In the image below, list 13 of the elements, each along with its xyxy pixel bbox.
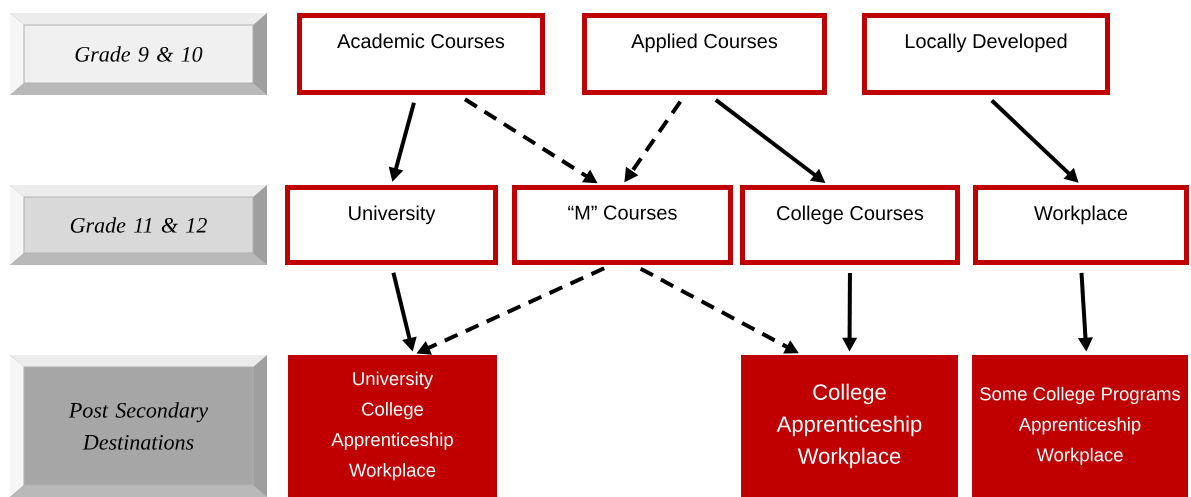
destination-box: College Apprenticeship Workplace [741,355,958,497]
course-box: College Courses [740,185,960,265]
course-box: Academic Courses [297,13,545,95]
course-box: Locally Developed [862,13,1110,95]
course-box: Workplace [973,185,1189,265]
course-box: University [285,185,498,265]
grade-label: Grade 11 & 12 [10,185,267,265]
course-box: “M” Courses [512,185,733,265]
course-box: Applied Courses [582,13,827,95]
destination-box: University College Apprenticeship Workplace [288,355,497,497]
grade-label: Grade 9 & 10 [10,13,267,95]
destination-box: Some College Programs Apprenticeship Workplace [972,355,1188,497]
grade-label: Post Secondary Destinations [10,355,267,497]
